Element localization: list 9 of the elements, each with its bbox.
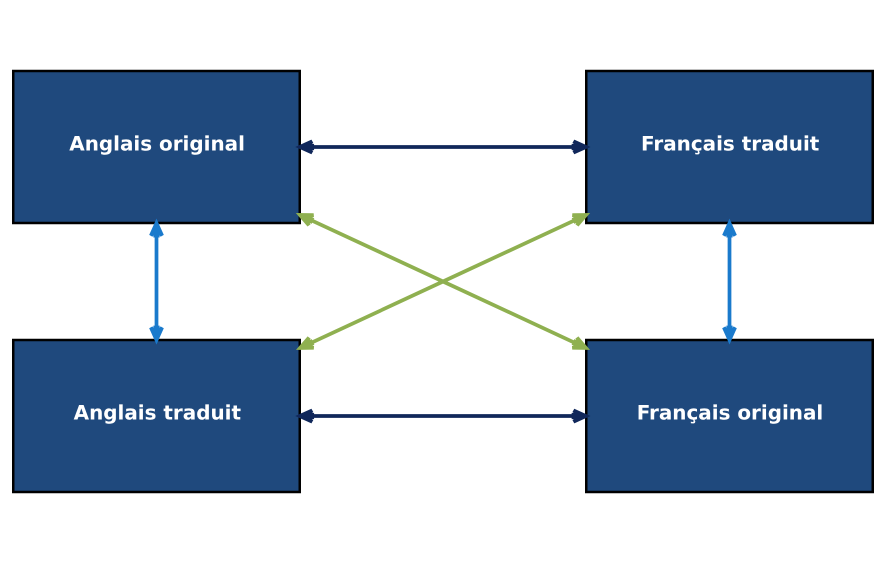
arrow	[298, 139, 588, 154]
arrow	[149, 220, 164, 342]
arrow	[298, 408, 588, 423]
arrow	[722, 220, 737, 342]
node-box: Anglais original	[12, 69, 301, 224]
node-box: Français traduit	[585, 69, 874, 224]
node-box: Français original	[585, 338, 874, 493]
node-box: Anglais traduit	[12, 338, 301, 493]
arrow	[298, 212, 588, 350]
